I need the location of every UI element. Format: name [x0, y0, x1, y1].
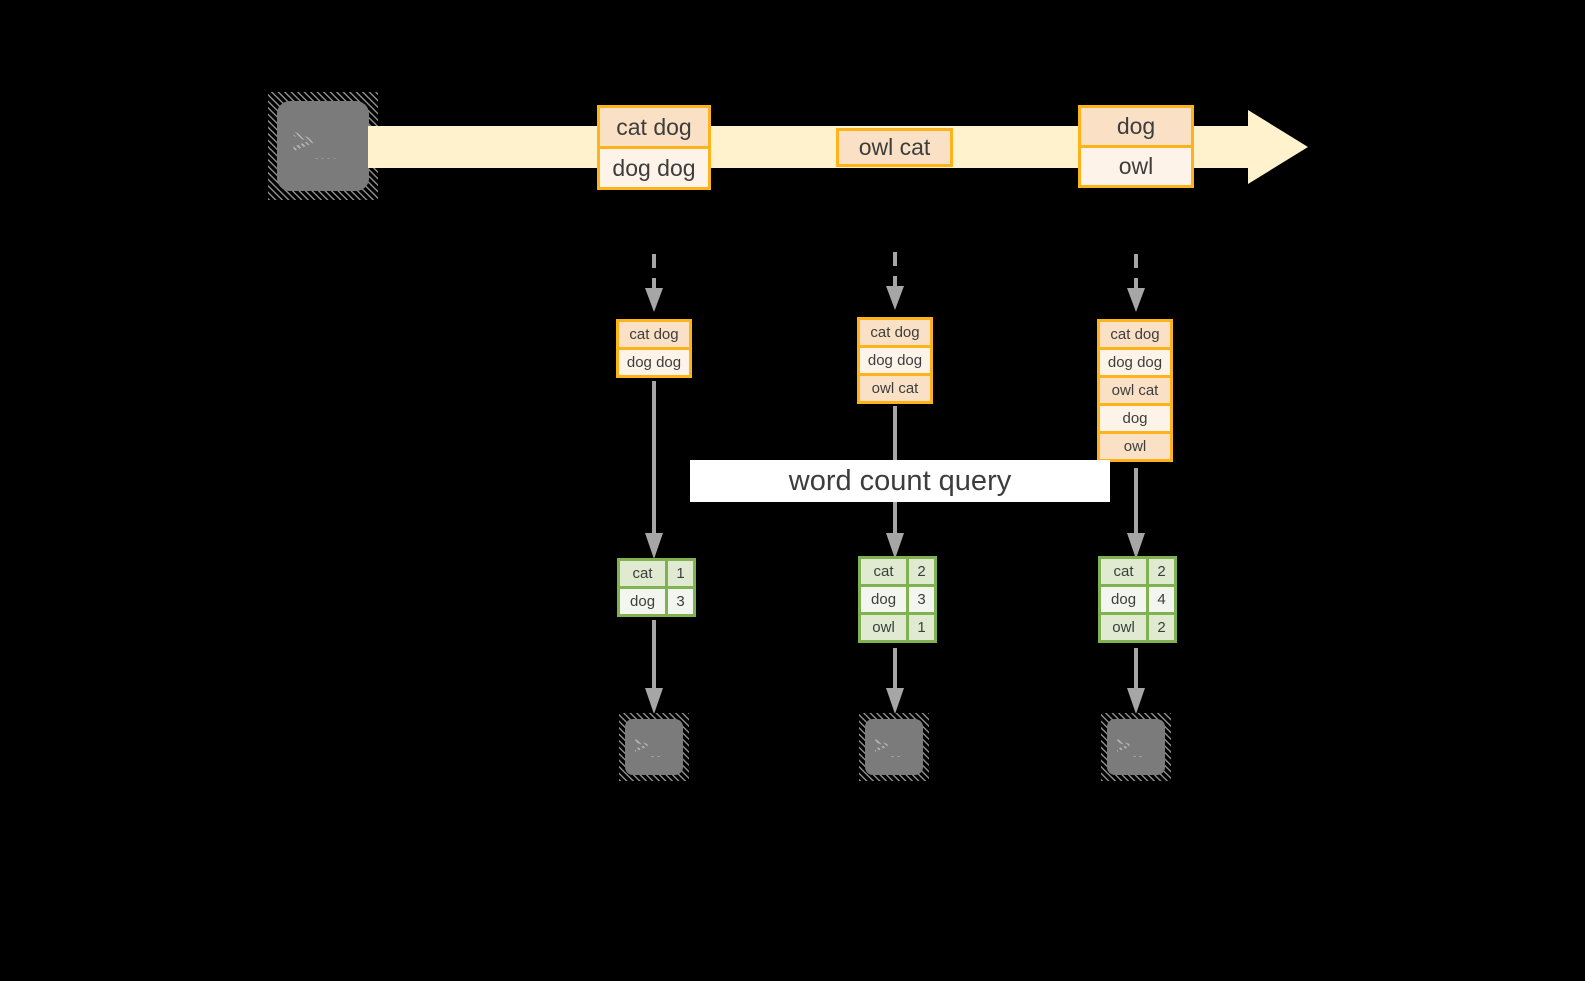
- accumulated-records-2: cat dog dog dog owl cat: [857, 317, 933, 404]
- terminal-plate: [277, 101, 369, 191]
- record-line: dog dog: [619, 350, 689, 375]
- table-row: owl 1: [861, 615, 934, 640]
- sink-terminal-icon-1: >_: [619, 713, 689, 781]
- result-table-2: cat 2 dog 3 owl 1: [858, 556, 937, 643]
- table-row: cat 2: [861, 559, 934, 584]
- result-count: 2: [1149, 559, 1174, 584]
- down-arrow-icon-sink-1: [644, 620, 664, 716]
- record-line: dog dog: [600, 149, 708, 187]
- record-line: owl cat: [860, 376, 930, 401]
- record-line: dog: [1100, 406, 1170, 431]
- result-count: 2: [1149, 615, 1174, 640]
- result-word: cat: [1101, 559, 1147, 584]
- terminal-plate: [865, 719, 923, 775]
- table-row: owl 2: [1101, 615, 1174, 640]
- terminal-plate: [625, 719, 683, 775]
- result-word: cat: [861, 559, 907, 584]
- result-word: owl: [861, 615, 907, 640]
- sink-terminal-icon-2: >_: [859, 713, 929, 781]
- down-arrow-icon-query-1: [644, 381, 664, 561]
- result-count: 1: [668, 561, 693, 586]
- result-word: owl: [1101, 615, 1147, 640]
- down-arrow-icon-sink-3: [1126, 648, 1146, 716]
- record-line: owl: [1081, 148, 1191, 185]
- word-count-query-label: word count query: [690, 460, 1110, 502]
- dashed-down-arrow-icon-1: [644, 254, 664, 316]
- table-row: dog 3: [620, 589, 693, 614]
- terminal-prompt-glyph: >_: [634, 731, 663, 759]
- result-count: 1: [909, 615, 934, 640]
- result-word: dog: [620, 589, 666, 614]
- source-terminal-icon: >_: [268, 92, 378, 200]
- terminal-prompt-glyph: >_: [292, 119, 337, 162]
- record-line: owl: [1100, 434, 1170, 459]
- table-row: cat 1: [620, 561, 693, 586]
- record-line: dog dog: [1100, 350, 1170, 375]
- table-row: cat 2: [1101, 559, 1174, 584]
- stream-record-1: cat dog dog dog: [597, 105, 711, 190]
- down-arrow-icon-query-3: [1126, 468, 1146, 561]
- record-line: dog dog: [860, 348, 930, 373]
- result-count: 3: [668, 589, 693, 614]
- stream-record-2: owl cat: [836, 128, 953, 167]
- record-line: cat dog: [1100, 322, 1170, 347]
- table-row: dog 3: [861, 587, 934, 612]
- record-line: dog: [1081, 108, 1191, 145]
- dashed-down-arrow-icon-2: [885, 252, 905, 314]
- result-word: dog: [861, 587, 907, 612]
- result-count: 4: [1149, 587, 1174, 612]
- record-line: cat dog: [860, 320, 930, 345]
- stream-record-3: dog owl: [1078, 105, 1194, 188]
- sink-terminal-icon-3: >_: [1101, 713, 1171, 781]
- record-line: owl cat: [839, 131, 950, 164]
- record-line: cat dog: [619, 322, 689, 347]
- result-count: 3: [909, 587, 934, 612]
- result-count: 2: [909, 559, 934, 584]
- terminal-prompt-glyph: >_: [1116, 731, 1145, 759]
- terminal-plate: [1107, 719, 1165, 775]
- record-line: cat dog: [600, 108, 708, 146]
- accumulated-records-1: cat dog dog dog: [616, 319, 692, 378]
- record-line: owl cat: [1100, 378, 1170, 403]
- result-word: cat: [620, 561, 666, 586]
- result-word: dog: [1101, 587, 1147, 612]
- accumulated-records-3: cat dog dog dog owl cat dog owl: [1097, 319, 1173, 462]
- terminal-prompt-glyph: >_: [874, 731, 903, 759]
- table-row: dog 4: [1101, 587, 1174, 612]
- result-table-3: cat 2 dog 4 owl 2: [1098, 556, 1177, 643]
- result-table-1: cat 1 dog 3: [617, 558, 696, 617]
- down-arrow-icon-sink-2: [885, 648, 905, 716]
- dashed-down-arrow-icon-3: [1126, 254, 1146, 316]
